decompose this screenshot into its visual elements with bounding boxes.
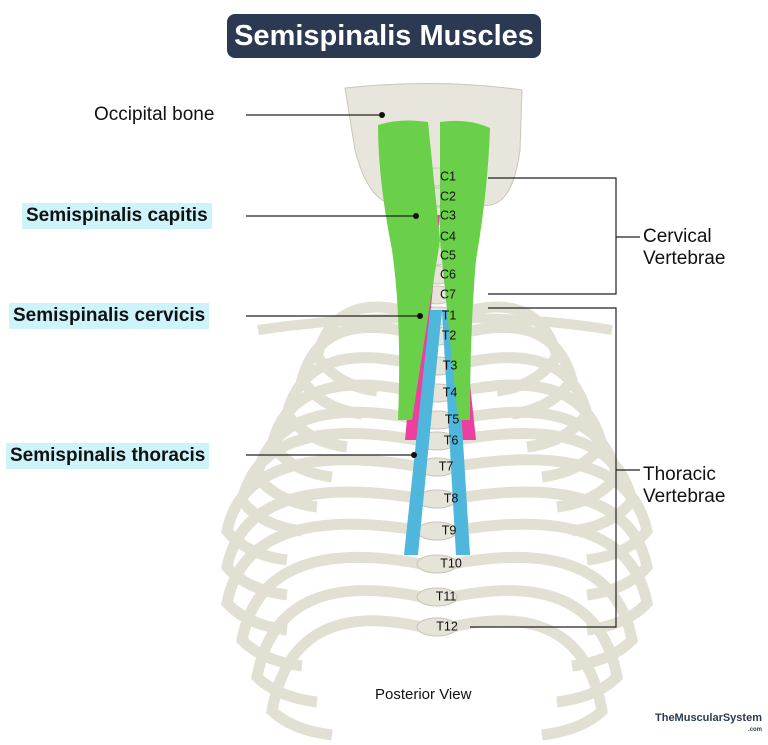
rib <box>251 585 424 708</box>
vertebra-label-c7: C7 <box>440 287 456 302</box>
view-caption: Posterior View <box>375 686 472 703</box>
semispinalis-capitis-muscle <box>378 120 490 420</box>
vertebra-label-t10: T10 <box>440 556 462 571</box>
vertebra-label-c6: C6 <box>440 267 456 282</box>
vertebra-label-t1: T1 <box>441 308 457 323</box>
label-semispinalis-capitis: Semispinalis capitis <box>22 203 212 229</box>
vertebra-label-t9: T9 <box>441 523 457 538</box>
rib <box>221 486 423 601</box>
thoracic-line2: Vertebrae <box>643 486 726 507</box>
rib <box>450 428 638 537</box>
watermark-suffix: .com <box>747 727 762 733</box>
rib <box>266 615 424 741</box>
leader-lines <box>246 114 640 628</box>
page-title: Semispinalis Muscles <box>227 14 541 58</box>
vertebra-t12 <box>416 617 458 637</box>
vertebra-label-t12: T12 <box>436 619 458 634</box>
watermark-name: TheMuscularSystem <box>655 712 762 724</box>
label-semispinalis-cervicis: Semispinalis cervicis <box>9 303 210 329</box>
cervical-line2: Vertebrae <box>643 248 726 269</box>
vertebra-label-c5: C5 <box>440 248 456 263</box>
rib <box>450 585 623 708</box>
vertebra-t10 <box>416 554 458 574</box>
vertebra-label-t2: T2 <box>441 328 457 343</box>
rib <box>296 321 424 420</box>
rib <box>451 518 653 636</box>
vertebra-label-t4: T4 <box>442 385 458 400</box>
vertebra-label-t8: T8 <box>443 491 459 506</box>
semispinalis-thoracis-muscle <box>404 310 470 555</box>
rib <box>451 486 653 601</box>
watermark-logo: TheMuscularSystem .com <box>655 712 762 734</box>
cervical-line1: Cervical <box>643 226 712 247</box>
vertebra-label-c4: C4 <box>440 229 456 244</box>
vertebra-label-t5: T5 <box>444 412 460 427</box>
rib <box>450 552 638 672</box>
vertebra-label-t3: T3 <box>442 358 458 373</box>
rib <box>221 518 423 636</box>
rib <box>236 552 424 672</box>
rib <box>450 321 578 420</box>
vertebra-label-t6: T6 <box>443 433 459 448</box>
vertebra-label-c2: C2 <box>440 189 456 204</box>
label-semispinalis-thoracis: Semispinalis thoracis <box>6 443 210 469</box>
rib <box>236 428 424 537</box>
vertebra-label-t7: T7 <box>438 459 454 474</box>
rib <box>450 615 608 741</box>
label-occipital-bone: Occipital bone <box>94 104 215 125</box>
thoracic-line1: Thoracic <box>643 464 716 485</box>
vertebra-label-t11: T11 <box>435 589 457 604</box>
vertebra-label-c3: C3 <box>440 208 456 223</box>
vertebra-t11 <box>416 587 458 607</box>
vertebra-label-c1: C1 <box>440 169 456 184</box>
